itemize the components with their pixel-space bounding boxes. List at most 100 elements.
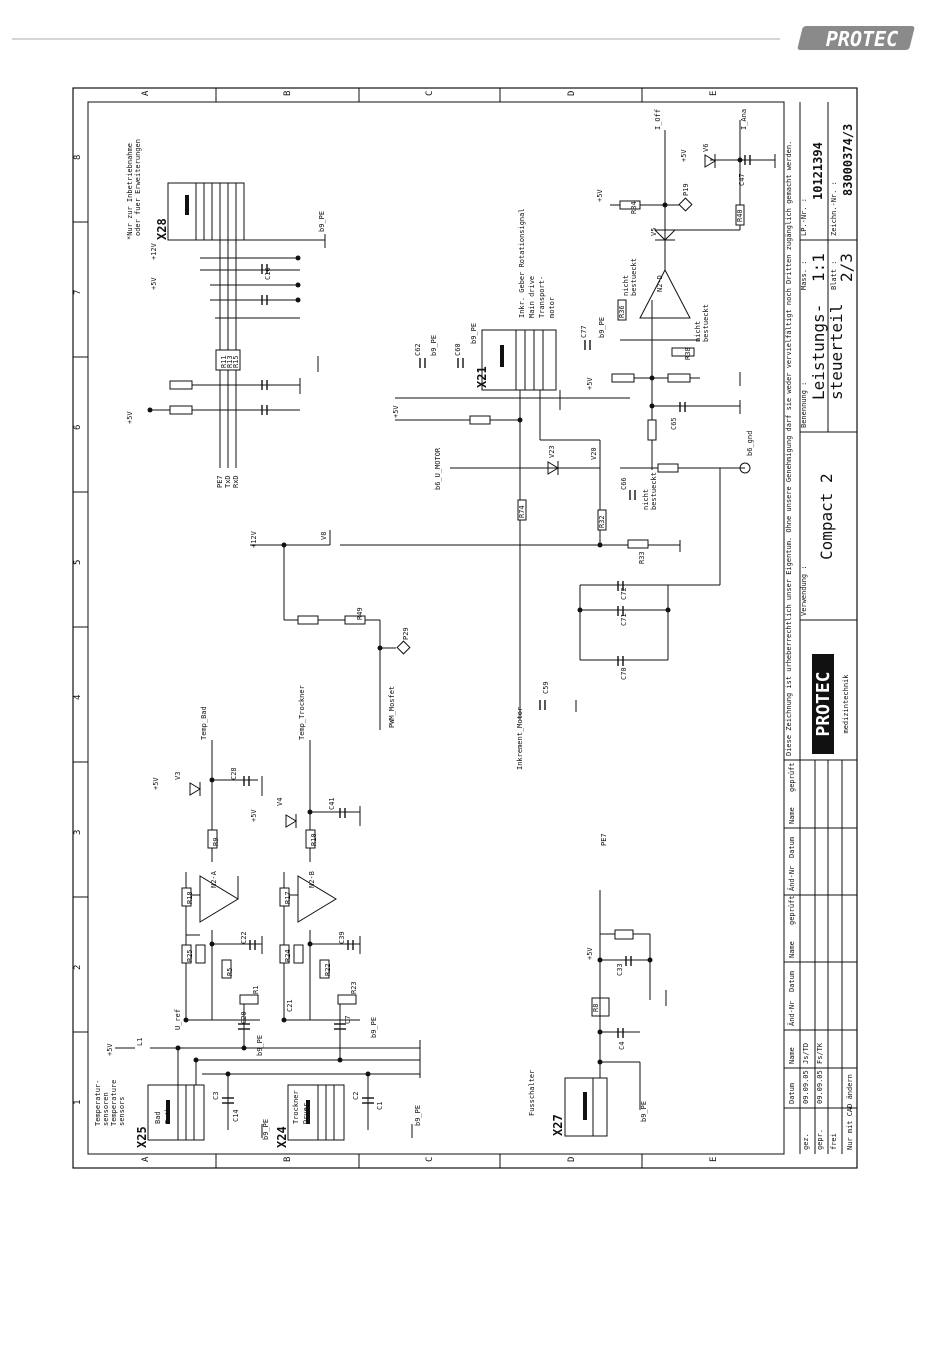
datum-header-2: Datum	[788, 971, 796, 992]
lp-label: LP.-Nr. :	[800, 198, 808, 236]
part-r25: R25	[186, 949, 194, 962]
part-v4: V4	[276, 798, 284, 806]
part-r13: R13	[226, 355, 234, 368]
part-r32: R32	[598, 515, 606, 528]
net-temp-bad: Temp_Bad	[200, 706, 208, 740]
copyright-notice: Diese Zeichnung ist urheberrechtlich uns…	[785, 141, 793, 756]
part-v6: V6	[702, 144, 710, 152]
row-label-a-top: A	[141, 90, 151, 96]
ground-symbols	[261, 154, 776, 1138]
resistors	[169, 200, 745, 1017]
verwendung-value: Compact 2	[817, 473, 836, 560]
mass-label: Mass. :	[800, 260, 808, 290]
x25-note1: Temperatur-	[94, 1080, 102, 1126]
outer-frame	[72, 87, 858, 1169]
part-r22: R22	[324, 963, 332, 976]
part-r38: R38	[684, 347, 692, 360]
row-label-b-top: B	[283, 91, 293, 96]
x25-note4: sensors	[118, 1096, 126, 1126]
part-r49: R49	[356, 607, 364, 620]
col-label-2: 2	[73, 965, 83, 970]
part-c28: C28	[230, 767, 238, 780]
net-5v-left: +5V	[106, 1043, 114, 1056]
mass-value: 1:1	[809, 253, 828, 282]
part-r1: R1	[252, 986, 260, 994]
zeichn-value: 83000374/3	[841, 124, 855, 196]
net-rxd: RxD	[232, 475, 240, 488]
brand-logo: PROTEC	[797, 26, 915, 51]
row-label-e-top: E	[709, 91, 719, 96]
note-nicht-1: nicht	[622, 275, 630, 296]
part-c33: C33	[616, 963, 624, 976]
x24-id: X24	[275, 1126, 289, 1148]
capacitors	[222, 155, 751, 1104]
x28-id: X28	[155, 218, 169, 240]
title-block	[783, 102, 857, 1154]
part-r23: R23	[350, 981, 358, 994]
part-v5: V5	[650, 228, 658, 236]
benennung-line1: Leistungs-	[809, 304, 828, 400]
junctions	[147, 157, 743, 1077]
connector-key-marks	[166, 195, 587, 1124]
col-label-7: 7	[73, 290, 83, 295]
col-label-4: 4	[73, 695, 83, 700]
part-c20: C20	[240, 1011, 248, 1024]
part-v20: V20	[590, 447, 598, 460]
col-label-1: 1	[73, 1100, 83, 1105]
part-v3: V3	[174, 772, 182, 780]
x21-label1: Inkr. Geber Rotationsignal	[518, 208, 526, 318]
net-b9pe-x28: b9_PE	[318, 211, 326, 232]
net-pe7: PE7	[600, 833, 608, 846]
titleblock-logo-text: PROTEC	[813, 671, 834, 736]
col-label-6: 6	[73, 425, 83, 430]
part-r5: R5	[226, 968, 234, 976]
gepruft-header-1: geprüft	[788, 895, 796, 925]
part-c2: C2	[352, 1092, 360, 1100]
part-c39: C39	[338, 931, 346, 944]
blatt-label: Blatt :	[830, 260, 838, 290]
net-i-off: I_Off	[654, 109, 662, 130]
part-r15: R15	[232, 355, 240, 368]
part-n2d: N2-D	[656, 275, 664, 292]
net-b6-u-motor: b6_U_MOTOR	[434, 447, 442, 490]
zeichn-label: Zeichn.-Nr. :	[830, 181, 838, 236]
aend-header-2: Änd-Nr	[787, 866, 796, 891]
datum-header-3: Datum	[788, 837, 796, 858]
gepr-label: gepr.	[816, 1129, 824, 1150]
net-b9pe-c60: b9_PE	[470, 323, 478, 344]
name-header: Name	[788, 1047, 796, 1064]
part-l1: L1	[136, 1038, 144, 1046]
x25-id: X25	[135, 1126, 149, 1148]
blatt-value: 2/3	[837, 253, 856, 282]
row-label-c-bottom: C	[425, 1157, 435, 1162]
name-header-3: Name	[788, 807, 796, 824]
titleblock-logo: PROTEC medizintechnik	[812, 654, 850, 754]
x25-note3: Temperature	[110, 1080, 118, 1126]
brand-name: PROTEC	[826, 27, 898, 51]
part-p19: P19	[682, 183, 690, 196]
net-5v-x28-top: +5V	[150, 277, 158, 290]
x25-note2: sensoren	[102, 1092, 110, 1126]
frei-label: frei	[830, 1133, 838, 1150]
gez-label: gez.	[802, 1133, 810, 1150]
note-nicht-3: nicht	[694, 321, 702, 342]
col-label-5: 5	[73, 560, 83, 565]
part-r8: R8	[592, 1004, 600, 1012]
part-v23: V23	[548, 445, 556, 458]
diodes	[189, 154, 716, 828]
x28-note1: *Nur zur Inbetriebnahme	[126, 143, 134, 240]
x28-note2: oder fuer Erweiterungen	[134, 139, 142, 236]
benennung-label: Benennung :	[800, 382, 808, 428]
part-r16: R10	[310, 833, 318, 846]
gepr-date: 09.09.05	[816, 1070, 824, 1104]
gepruft-header-2: geprüft	[788, 762, 796, 792]
net-b9pe-1: b9_PE	[256, 1035, 264, 1056]
inner-frame	[87, 101, 785, 1155]
part-c22: C22	[240, 931, 248, 944]
name-header-2: Name	[788, 941, 796, 958]
part-r74: R74	[518, 505, 526, 518]
x24-line1: Trockner	[292, 1090, 300, 1124]
part-r40: R40	[736, 209, 744, 222]
lp-value: 10121394	[811, 142, 825, 200]
x24-line2: Dryer	[302, 1103, 310, 1124]
